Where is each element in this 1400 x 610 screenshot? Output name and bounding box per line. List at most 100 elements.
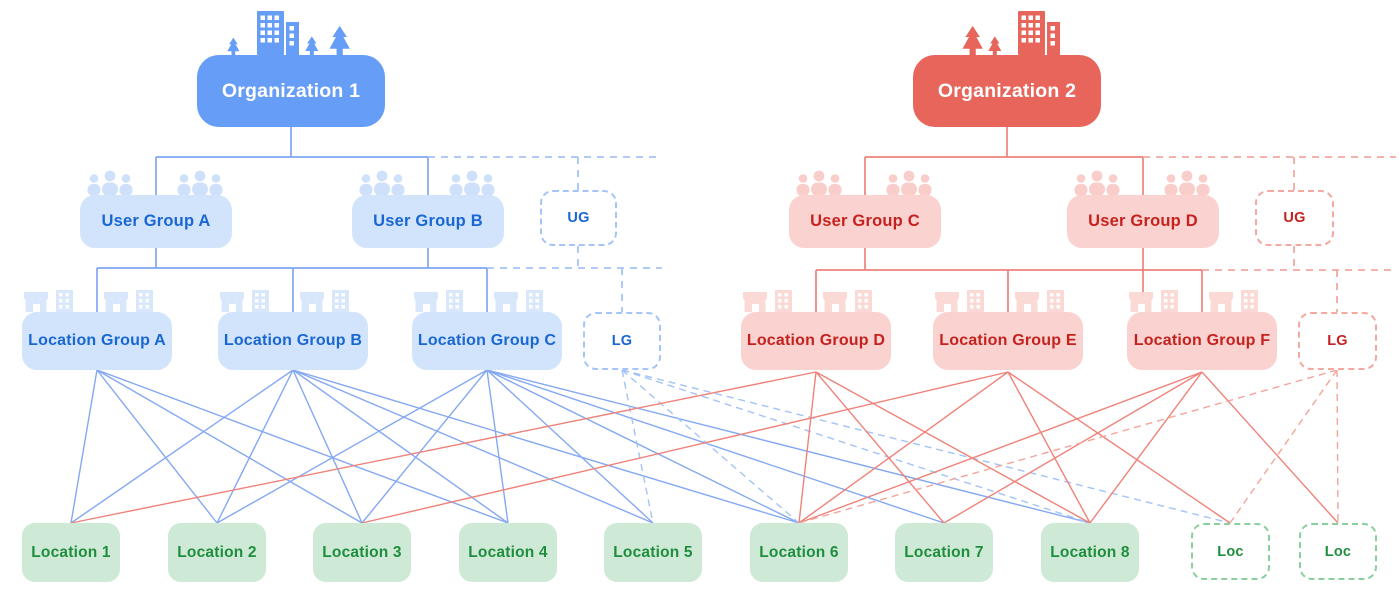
location-group-b-label: Location Group B xyxy=(223,332,363,349)
storefronts-icon xyxy=(22,288,172,312)
edge-lgB-loc5 xyxy=(292,369,654,524)
group-to-location-edges xyxy=(70,369,1339,524)
edge-lgB-loc1 xyxy=(70,369,294,524)
edge-lgC-loc2 xyxy=(216,369,488,524)
location-group-c-label: Location Group C xyxy=(417,332,557,349)
edge-lgBlueExtra-loc5 xyxy=(621,369,654,524)
edge-lgC-loc6 xyxy=(486,369,800,524)
location-7-label: Location 7 xyxy=(904,543,984,561)
edge-lgB-loc2 xyxy=(216,369,294,524)
location-group-e-node: Location Group E xyxy=(933,312,1083,370)
people-group-icon xyxy=(80,170,230,196)
location-template-node-2: Loc xyxy=(1299,523,1377,580)
edge-lgBlueExtra-loc8 xyxy=(621,369,1091,524)
edge-lgF-loc7 xyxy=(943,371,1203,524)
edge-lgC-loc4 xyxy=(486,369,509,524)
user-group-template-node-red: UG xyxy=(1255,190,1334,246)
red-tree-dashed-connector xyxy=(1143,156,1396,312)
location-5-label: Location 5 xyxy=(613,543,693,561)
edge-lgF-loc8 xyxy=(1089,371,1203,524)
loc-template-label: Loc xyxy=(1324,543,1352,560)
edge-lgE-loc8 xyxy=(1007,371,1091,524)
storefronts-icon xyxy=(741,288,891,312)
location-7-node: Location 7 xyxy=(895,523,993,582)
edge-lgRedExtra-loc6 xyxy=(798,369,1338,524)
user-group-c-node: User Group C xyxy=(789,195,941,248)
user-group-a-label: User Group A xyxy=(101,212,211,230)
edge-lgF-locExtra2 xyxy=(1201,371,1339,524)
edge-lgD-loc6 xyxy=(798,371,817,524)
loc-template-label: Loc xyxy=(1217,543,1244,560)
location-5-node: Location 5 xyxy=(604,523,702,582)
storefronts-icon xyxy=(412,288,562,312)
storefronts-icon xyxy=(218,288,368,312)
org2-label: Organization 2 xyxy=(937,79,1077,102)
people-group-icon xyxy=(352,170,502,196)
location-group-a-label: Location Group A xyxy=(28,332,166,349)
location-group-c-node: Location Group C xyxy=(412,312,562,370)
edge-lgF-loc6 xyxy=(798,371,1203,524)
location-6-node: Location 6 xyxy=(750,523,848,582)
location-8-node: Location 8 xyxy=(1041,523,1139,582)
location-6-label: Location 6 xyxy=(759,543,839,561)
location-group-b-node: Location Group B xyxy=(218,312,368,370)
edge-lgD-loc1 xyxy=(70,371,817,524)
blue-tree-connector xyxy=(96,127,488,312)
location-group-template-node-blue: LG xyxy=(583,312,661,370)
ug-template-label: UG xyxy=(567,210,590,226)
edge-lgA-loc3 xyxy=(96,369,363,524)
user-group-c-label: User Group C xyxy=(810,212,920,230)
user-group-a-node: User Group A xyxy=(80,195,232,248)
location-group-f-label: Location Group F xyxy=(1133,332,1271,349)
edge-lgD-loc7 xyxy=(815,371,945,524)
location-4-label: Location 4 xyxy=(468,543,548,561)
edge-lgA-loc4 xyxy=(96,369,509,524)
location-group-e-label: Location Group E xyxy=(939,332,1077,349)
blue-tree-dashed-connector xyxy=(428,156,662,312)
location-8-label: Location 8 xyxy=(1050,543,1130,561)
edge-lgRedExtra-locExtra1 xyxy=(1229,369,1338,524)
edge-lgB-loc3 xyxy=(292,369,363,524)
edge-lgB-loc6 xyxy=(292,369,800,524)
people-group-icon xyxy=(789,170,939,196)
edge-lgBlueExtra-loc6 xyxy=(621,369,800,524)
user-group-d-label: User Group D xyxy=(1088,212,1198,230)
org1-label: Organization 1 xyxy=(221,79,361,102)
org1-trees-building-icon xyxy=(227,11,350,55)
edge-lgE-locExtra1 xyxy=(1007,371,1231,524)
location-group-template-node-red: LG xyxy=(1298,312,1377,370)
red-tree-connector xyxy=(815,127,1203,312)
edge-lgE-loc6 xyxy=(798,371,1009,524)
location-2-node: Location 2 xyxy=(168,523,266,582)
edge-lgA-loc1 xyxy=(70,369,98,524)
location-group-d-label: Location Group D xyxy=(746,332,886,349)
location-3-node: Location 3 xyxy=(313,523,411,582)
lg-template-label: LG xyxy=(611,333,633,349)
edge-lgRedExtra-locExtra2 xyxy=(1336,369,1339,524)
org2-trees-building-icon xyxy=(962,11,1060,55)
org1-node: Organization 1 xyxy=(197,55,385,127)
user-group-template-node-blue: UG xyxy=(540,190,617,246)
storefronts-icon xyxy=(1127,288,1277,312)
location-3-label: Location 3 xyxy=(322,543,402,561)
ug-template-label: UG xyxy=(1283,210,1306,226)
edge-lgE-loc3 xyxy=(361,371,1009,524)
location-group-f-node: Location Group F xyxy=(1127,312,1277,370)
user-group-b-label: User Group B xyxy=(373,212,483,230)
edge-lgD-loc8 xyxy=(815,371,1091,524)
lg-template-label: LG xyxy=(1327,333,1348,349)
location-1-label: Location 1 xyxy=(31,543,111,561)
location-group-d-node: Location Group D xyxy=(741,312,891,370)
storefronts-icon xyxy=(933,288,1083,312)
org2-node: Organization 2 xyxy=(913,55,1101,127)
user-group-d-node: User Group D xyxy=(1067,195,1219,248)
location-group-a-node: Location Group A xyxy=(22,312,172,370)
edge-lgB-loc4 xyxy=(292,369,509,524)
location-template-node-1: Loc xyxy=(1191,523,1270,580)
location-1-node: Location 1 xyxy=(22,523,120,582)
edge-lgC-loc5 xyxy=(486,369,654,524)
location-2-label: Location 2 xyxy=(177,543,257,561)
people-group-icon xyxy=(1067,170,1217,196)
